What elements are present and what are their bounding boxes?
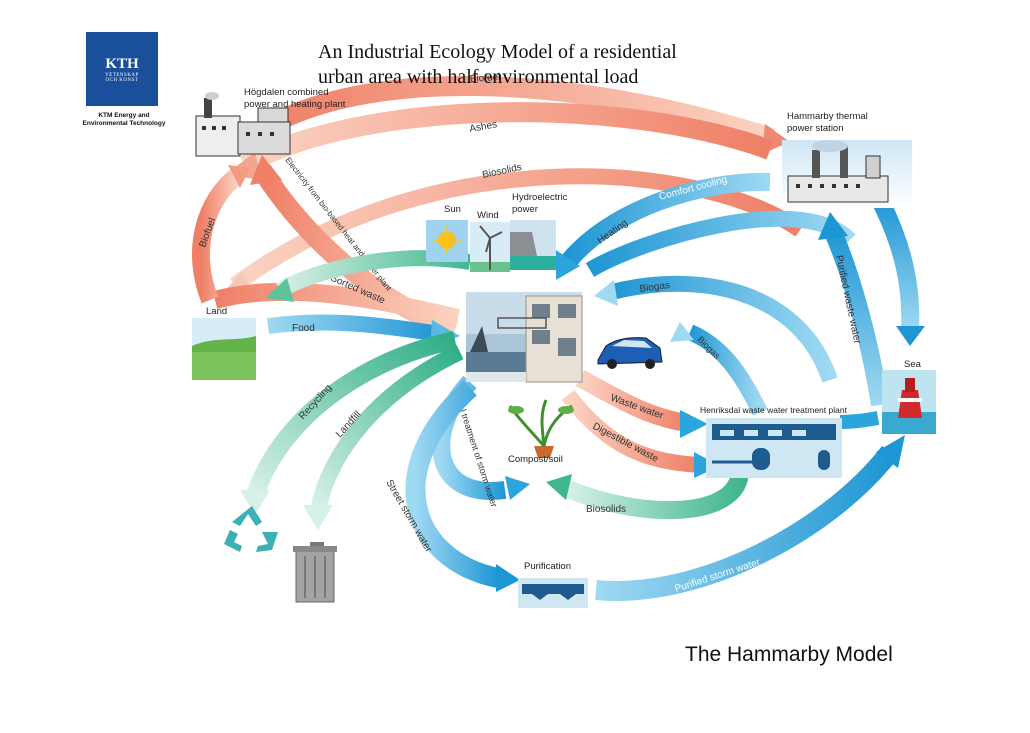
- power-station-icon: [782, 140, 912, 208]
- kth-caption: KTM Energy and Environmental Technology: [74, 112, 174, 128]
- trash-can-icon: [293, 542, 337, 603]
- wind-turbine-icon: [470, 222, 510, 272]
- flow-henriksdal-to-sea: [839, 411, 880, 429]
- dam-icon: [510, 220, 556, 270]
- flow-biogas-car: Biogas: [670, 322, 768, 416]
- recycle-icon: [224, 506, 278, 552]
- building-photo: [466, 292, 583, 383]
- kth-logo-name: KTH: [105, 56, 139, 72]
- kth-logo-text: KTH VETENSKAP OCH KONST: [86, 38, 158, 83]
- flow-biosolids-bottom: Biosolids: [546, 468, 749, 520]
- label-wind: Wind: [477, 210, 499, 221]
- purification-tank-icon: [518, 578, 588, 608]
- label-food: Food: [292, 323, 315, 334]
- label-compost: Compost/soil: [508, 454, 563, 465]
- label-hammarby-1: Hammarby thermal: [787, 111, 868, 122]
- label-digestible-waste: Digestible waste: [591, 421, 661, 465]
- kth-caption-line2: Environmental Technology: [82, 120, 166, 127]
- kth-caption-line1: KTM Energy and: [98, 112, 150, 119]
- label-biogas: Biogas: [639, 280, 671, 295]
- slide-title: An Industrial Ecology Model of a residen…: [318, 40, 788, 90]
- flow-biogas: Biogas: [594, 275, 838, 383]
- label-hogdalen-2: power and heating plant: [244, 99, 346, 110]
- slide-title-line1: An Industrial Ecology Model of a residen…: [318, 41, 677, 63]
- land-icon: [192, 318, 256, 380]
- treatment-plant-icon: [706, 418, 842, 478]
- flow-hammarby-to-sea: [871, 195, 925, 346]
- slide-footer: The Hammarby Model: [685, 643, 893, 666]
- slide-title-line2: urban area with half environmental load: [318, 66, 639, 88]
- sun-icon: [426, 220, 468, 262]
- flow-heating: Heating: [585, 210, 856, 277]
- label-henriksdal: Henriksdal waste water treatment plant: [700, 405, 848, 415]
- kth-logo: [86, 32, 158, 106]
- label-hydro-2: power: [512, 204, 538, 215]
- plant-pot-icon: [508, 399, 574, 458]
- buoy-icon: [882, 370, 936, 434]
- label-hogdalen-1: Högdalen combined: [244, 87, 329, 98]
- label-ashes: Ashes: [469, 119, 498, 135]
- label-biofuel-top: Biofuel: [469, 72, 500, 85]
- kth-logo-sub2: OCH KONST: [105, 78, 139, 83]
- label-land: Land: [206, 306, 227, 317]
- label-biosolids-bottom: Biosolids: [586, 504, 626, 515]
- label-hammarby-2: power station: [787, 123, 844, 134]
- label-sea: Sea: [904, 359, 922, 370]
- factory-icon: [195, 92, 291, 157]
- label-sun: Sun: [444, 204, 461, 215]
- car-icon: [597, 337, 663, 369]
- kth-logo-sub1: VETENSKAP: [105, 73, 139, 78]
- label-hydro-1: Hydroelectric: [512, 192, 568, 203]
- label-purification: Purification: [524, 561, 571, 572]
